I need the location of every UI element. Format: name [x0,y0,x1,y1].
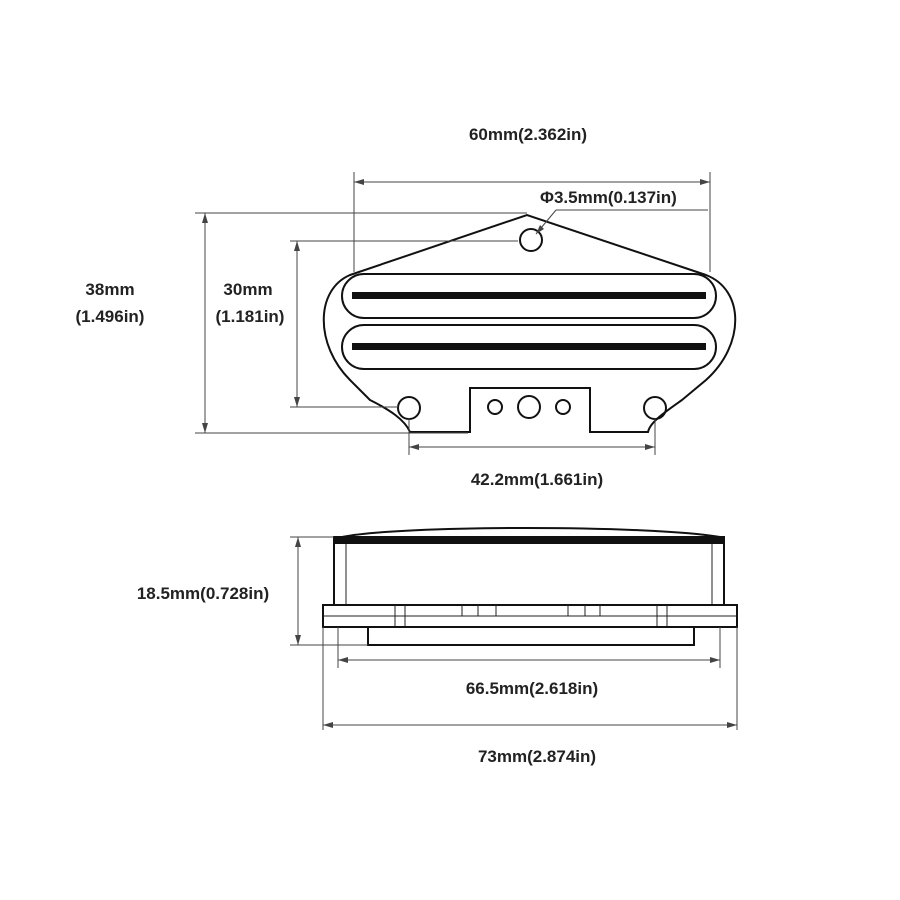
top-mounting-hole [519,228,543,252]
side-view: 18.5mm(0.728in) 66.5mm(2.618in) 73mm(2.8… [137,527,738,766]
height-38mm-label: 38mm [85,280,134,299]
side-height-label: 18.5mm(0.728in) [137,584,269,603]
height-30mm-label: 30mm [223,280,272,299]
cover-dome [341,527,721,538]
cover-body [333,536,725,606]
cover-top-band [334,537,724,544]
height-38mm-inch-label: (1.496in) [76,307,145,326]
upper-blade-outer [341,273,717,319]
right-mounting-hole [643,396,667,420]
total-width-label: 73mm(2.874in) [478,747,596,766]
tab-small-hole-right [555,399,571,415]
tab-center-hole [517,395,541,419]
top-view: 60mm(2.362in) Φ3.5mm(0.137in) 38mm (1.49… [76,125,737,489]
left-mounting-hole [397,396,421,420]
tab-small-hole-left [487,399,503,415]
width-60mm-label: 60mm(2.362in) [469,125,587,144]
bottom-plate [367,626,695,646]
lower-blade-outer [341,324,717,370]
upper-blade [352,292,706,299]
inner-width-label: 66.5mm(2.618in) [466,679,598,698]
hole-diameter-label: Φ3.5mm(0.137in) [540,188,677,207]
hole-spacing-label: 42.2mm(1.661in) [471,470,603,489]
pickup-body-outline [322,213,737,433]
lower-blade [352,343,706,350]
height-30mm-inch-label: (1.181in) [216,307,285,326]
